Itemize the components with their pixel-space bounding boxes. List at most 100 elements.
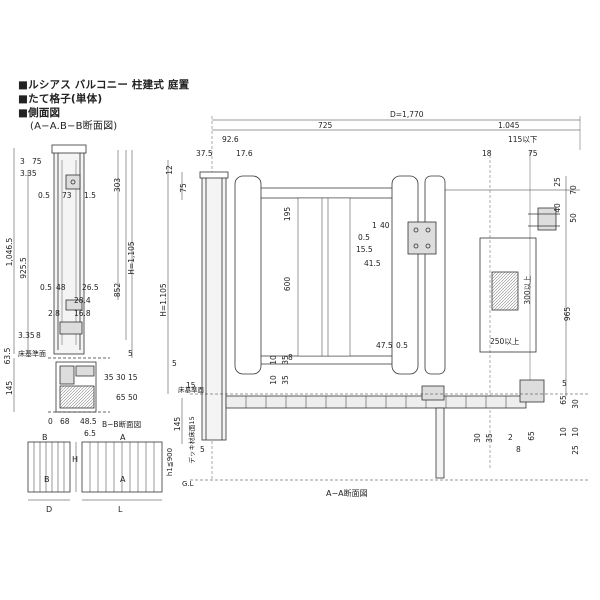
gl-label: G.L bbox=[182, 480, 194, 488]
label-a-bottom: A bbox=[120, 475, 126, 484]
dim-8-b: 8 bbox=[516, 445, 521, 454]
dim-1046: 1,046.5 bbox=[5, 237, 14, 266]
h1-label: h1≦900 bbox=[166, 448, 174, 476]
side-view bbox=[13, 144, 133, 413]
dim-40-r: 40 bbox=[553, 203, 562, 213]
aa-section-caption: A−A断面図 bbox=[326, 488, 368, 498]
dim-37-5: 37.5 bbox=[196, 149, 213, 158]
dim-65-r: 65 bbox=[559, 395, 568, 405]
dim-w-73: 73 bbox=[62, 191, 72, 200]
side-view-labels: 1,046.5 925.5 63.5 145 303 852 H=1,105 3… bbox=[3, 157, 138, 438]
dim-5: 5 bbox=[128, 349, 133, 358]
dim-145-left: 145 bbox=[173, 417, 182, 432]
dim-600: 600 bbox=[283, 277, 292, 292]
title-side-view: ■側面図 bbox=[18, 107, 61, 119]
lattice-right-rail bbox=[424, 175, 446, 375]
dim-w-168: 16.8 bbox=[74, 309, 91, 318]
dim-5-left-b: 5 bbox=[200, 445, 205, 454]
dim-50-r: 50 bbox=[569, 213, 578, 223]
dim-47-5: 47.5 bbox=[376, 341, 393, 350]
dim-2-b: 2 bbox=[508, 433, 513, 442]
dim-92-6: 92.6 bbox=[222, 135, 239, 144]
dim-3-35: 3.35 bbox=[18, 331, 35, 340]
dim-15-5: 15.5 bbox=[356, 245, 373, 254]
dim-25-r-b: 25 bbox=[571, 445, 580, 455]
cross-sections bbox=[27, 441, 163, 501]
lattice-left-rail bbox=[234, 175, 262, 375]
label-h-cross: H bbox=[72, 455, 78, 464]
dim-75-left: 75 bbox=[179, 183, 188, 193]
dim-17-6: 17.6 bbox=[236, 149, 253, 158]
deck-floor-label: デッキ材床面15 bbox=[187, 416, 196, 463]
label-b-top: B bbox=[42, 433, 48, 442]
dim-50: 50 bbox=[128, 393, 138, 402]
dim-d-1770: D=1,770 bbox=[390, 110, 424, 119]
dim-925: 925.5 bbox=[19, 257, 28, 279]
dim-w-284: 28.4 bbox=[74, 296, 91, 305]
dim-h-1105: H=1,105 bbox=[127, 241, 136, 275]
title-vertical-lattice: ■たて格子(単体) bbox=[18, 93, 103, 105]
dim-05-inner-b: 0.5 bbox=[396, 341, 408, 350]
dim-w-265: 26.5 bbox=[82, 283, 99, 292]
title-section-note: (A−A.B−B断面図) bbox=[30, 121, 118, 132]
dim-1045: 1.045 bbox=[498, 121, 520, 130]
label-b-bottom: B bbox=[44, 475, 50, 484]
dim-303: 303 bbox=[113, 178, 122, 193]
aa-section-labels: D=1,770 725 1.045 92.6 37.5 17.6 115以下 1… bbox=[159, 110, 580, 498]
dim-w-48: 48 bbox=[56, 283, 66, 292]
dim-65-b: 65 bbox=[527, 431, 536, 441]
dim-w-05a: 0.5 bbox=[38, 191, 50, 200]
note-300: 300以上 bbox=[523, 275, 532, 305]
dim-195: 195 bbox=[283, 207, 292, 222]
label-a-top: A bbox=[120, 433, 126, 442]
aa-section bbox=[167, 116, 590, 481]
dim-70-r: 70 bbox=[569, 185, 578, 195]
dim-1: 1 bbox=[372, 221, 377, 230]
dim-35-b: 35 bbox=[485, 433, 494, 443]
dim-35-left: 35 bbox=[281, 375, 290, 385]
dim-965: 965 bbox=[563, 307, 572, 322]
deck-beam bbox=[225, 395, 527, 409]
dim-18: 18 bbox=[482, 149, 492, 158]
dim-35-inner: 35 bbox=[281, 355, 290, 365]
title-product: ■ルシアス バルコニー 柱建式 庭置 bbox=[18, 79, 190, 91]
dim-w-65: 6.5 bbox=[84, 429, 96, 438]
dim-05-inner: 0.5 bbox=[358, 233, 370, 242]
dim-5-left-a: 5 bbox=[172, 359, 177, 368]
dim-10-r-b: 10 bbox=[571, 427, 580, 437]
label-d: D bbox=[46, 505, 52, 514]
dim-10-inner: 10 bbox=[269, 355, 278, 365]
dim-w-485: 48.5 bbox=[80, 417, 97, 426]
dim-10-r-a: 10 bbox=[559, 427, 568, 437]
floor-ref-label-side: 床基準面 bbox=[18, 349, 46, 358]
dim-75-top: 75 bbox=[528, 149, 538, 158]
cross-section-labels: B B A A H D L B−B断面図 bbox=[42, 419, 141, 514]
dim-30-r: 30 bbox=[571, 399, 580, 409]
dim-41-5: 41.5 bbox=[364, 259, 381, 268]
dim-8: 8 bbox=[36, 331, 41, 340]
floor-ref-label-aa: 床基準面 bbox=[178, 385, 205, 394]
dim-w-28: 2.8 bbox=[48, 309, 60, 318]
note-250: 250以上 bbox=[490, 337, 520, 346]
dim-115: 115以下 bbox=[508, 135, 538, 144]
label-l: L bbox=[118, 505, 123, 514]
dim-w-3: 3 bbox=[20, 157, 25, 166]
dim-15-left: 15 bbox=[186, 381, 196, 390]
dim-5-r: 5 bbox=[562, 379, 567, 388]
dim-725: 725 bbox=[318, 121, 333, 130]
dim-w-75: 75 bbox=[32, 157, 42, 166]
dim-w-05b: 0.5 bbox=[40, 283, 52, 292]
dim-w-15: 1.5 bbox=[84, 191, 96, 200]
dim-h-1105-aa: H=1.105 bbox=[159, 283, 168, 317]
dim-25-r: 25 bbox=[553, 177, 562, 187]
dim-145: 145 bbox=[5, 381, 14, 396]
hardware-plate bbox=[407, 221, 437, 255]
dim-35: 35 bbox=[104, 373, 114, 382]
bb-section-box bbox=[27, 441, 71, 493]
dim-12: 12 bbox=[165, 165, 174, 175]
dim-15: 15 bbox=[128, 373, 138, 382]
dim-65: 65 bbox=[116, 393, 126, 402]
dim-40: 40 bbox=[380, 221, 390, 230]
